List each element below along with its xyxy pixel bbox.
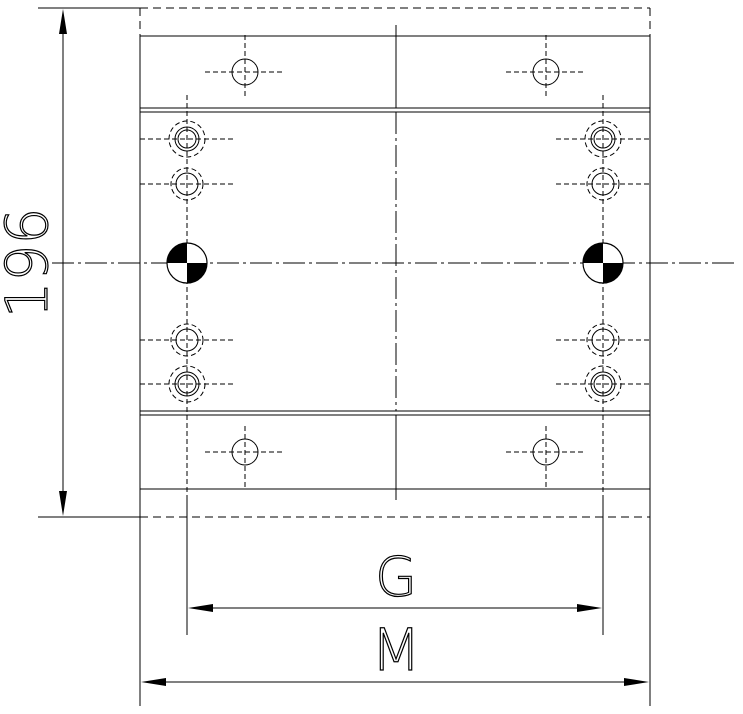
dimension-height-label: 196 bbox=[0, 208, 61, 319]
threaded-hole bbox=[556, 365, 650, 403]
dimension-outer-width-label: M bbox=[371, 616, 421, 684]
dimension-outer-width: M bbox=[139, 517, 651, 706]
dimension-height: 196 bbox=[0, 7, 140, 518]
datum-symbol-right bbox=[582, 242, 624, 284]
mounting-hole bbox=[506, 426, 586, 490]
threaded-hole bbox=[556, 323, 650, 357]
threaded-hole bbox=[556, 167, 650, 201]
mounting-hole bbox=[205, 35, 285, 96]
datum-symbol-left bbox=[166, 242, 208, 284]
threaded-hole bbox=[140, 365, 235, 403]
mounting-hole bbox=[205, 426, 285, 490]
threaded-hole bbox=[556, 120, 650, 158]
threaded-hole bbox=[140, 323, 235, 357]
plate-outline bbox=[139, 25, 651, 517]
dimension-inner-width-label: G bbox=[375, 546, 417, 609]
threaded-hole bbox=[140, 120, 235, 158]
threaded-holes bbox=[140, 120, 650, 403]
column-center-lines bbox=[186, 95, 604, 635]
mounting-hole bbox=[506, 35, 586, 96]
dimension-inner-width: G bbox=[188, 545, 602, 612]
threaded-hole bbox=[140, 167, 235, 201]
mounting-holes bbox=[205, 35, 586, 490]
